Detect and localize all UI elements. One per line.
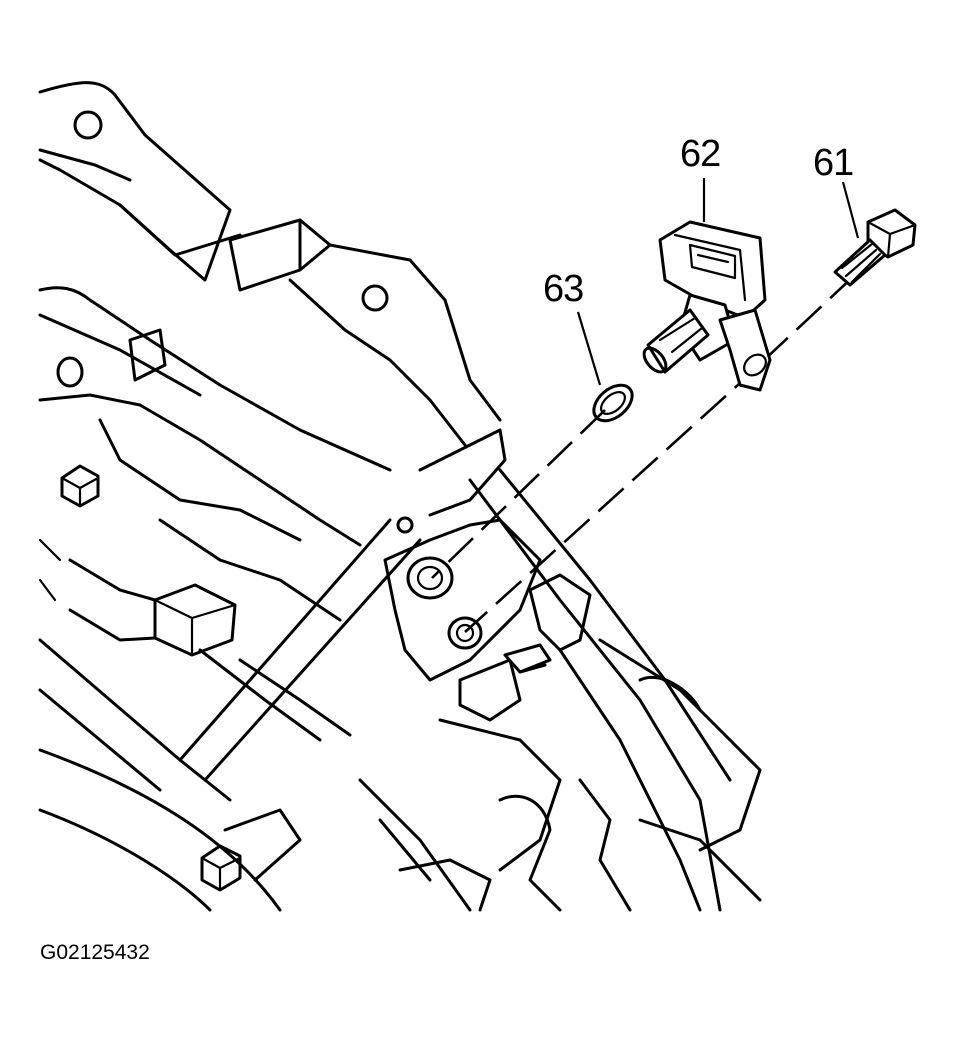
transmission-housing — [38, 81, 762, 912]
leader-lines — [576, 178, 860, 386]
speed-sensor — [642, 220, 772, 392]
alignment-lines — [431, 274, 856, 633]
callout-bolt: 61 — [813, 142, 854, 184]
callout-sensor: 62 — [680, 133, 721, 175]
o-ring-seal — [592, 383, 634, 423]
mounting-bolt — [833, 208, 917, 287]
figure-id: G02125432 — [40, 941, 150, 964]
callout-o-ring: 63 — [543, 268, 584, 310]
